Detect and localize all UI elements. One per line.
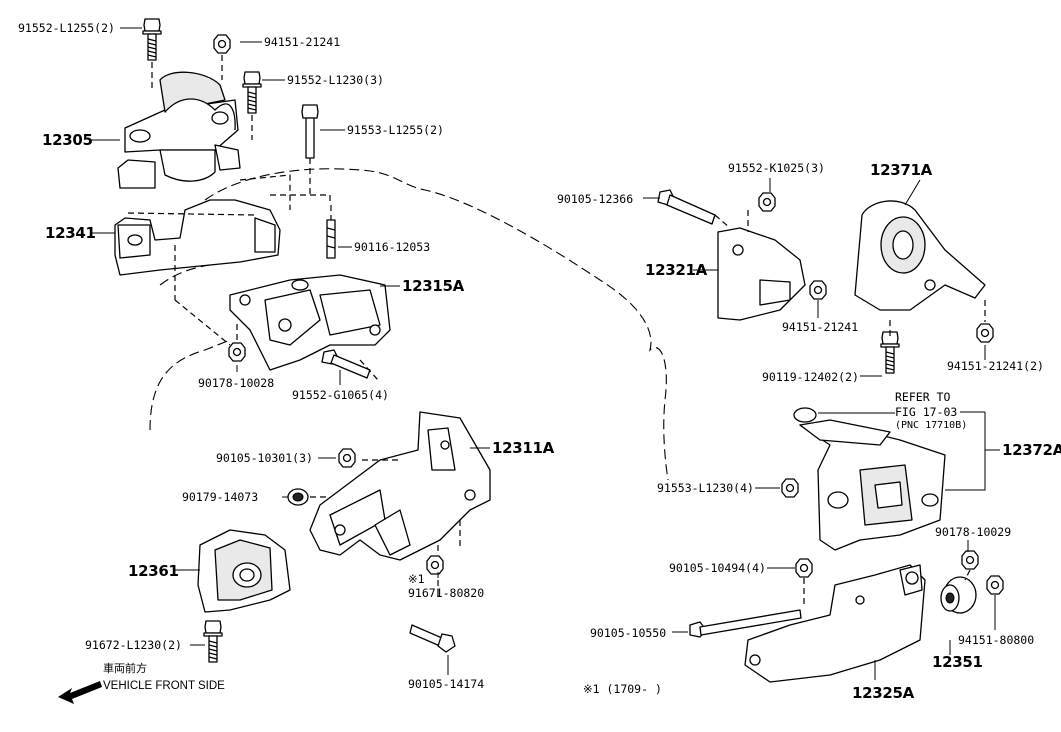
- body-outline: [149, 168, 669, 481]
- label-refer-line2: FIG 17-03: [895, 405, 957, 419]
- label-footnote: ※1 (1709- ): [583, 682, 662, 696]
- nut-94151-21241-2: [976, 323, 994, 343]
- damper-12361: [197, 529, 291, 613]
- bolt-91552-L1255: [142, 18, 162, 61]
- label-12372A: 12372A: [1002, 441, 1061, 459]
- nut-94151-21241-top: [213, 34, 231, 54]
- bolt-91671-80820: [426, 555, 444, 575]
- label-94151-21241-mid: 94151-21241: [782, 320, 858, 334]
- bolt-91552-K1025: [758, 192, 776, 212]
- label-90178-10029: 90178-10029: [935, 525, 1011, 539]
- label-91552-L1255: 91552-L1255(2): [18, 21, 115, 35]
- bushing-12351: [940, 576, 977, 614]
- nut-90178-10029: [961, 550, 979, 570]
- bolt-91552-G1065: [321, 349, 371, 379]
- label-91671-80820: 91671-80820: [408, 586, 484, 600]
- bolt-90105-10494: [795, 558, 813, 578]
- label-91672-L1230: 91672-L1230(2): [85, 638, 182, 652]
- label-refer-line1: REFER TO: [895, 390, 950, 404]
- bracket-12341: [114, 199, 281, 276]
- mount-12371A: [854, 200, 986, 311]
- label-91552-L1230: 91552-L1230(3): [287, 73, 384, 87]
- label-front-en: VEHICLE FRONT SIDE: [103, 680, 225, 692]
- label-90105-10550: 90105-10550: [590, 626, 666, 640]
- label-90105-14174: 90105-14174: [408, 677, 484, 691]
- label-12351: 12351: [932, 653, 983, 671]
- label-12311A: 12311A: [492, 439, 555, 457]
- arrow-left-icon: [58, 681, 102, 704]
- label-refer-line3: (PNC 17710B): [895, 420, 967, 431]
- label-note-mark: ※1: [408, 572, 425, 586]
- label-12325A: 12325A: [852, 684, 915, 702]
- nut-94151-21241-mid: [809, 280, 827, 300]
- label-12315A: 12315A: [402, 277, 465, 295]
- label-12361: 12361: [128, 562, 179, 580]
- label-91553-L1255: 91553-L1255(2): [347, 123, 444, 137]
- label-90105-10301: 90105-10301(3): [216, 451, 313, 465]
- mount-12372A: [799, 419, 946, 551]
- bolt-90119-12402: [880, 331, 900, 374]
- label-94151-21241-2: 94151-21241(2): [947, 359, 1044, 373]
- bolt-90105-12366: [657, 189, 716, 225]
- bracket-12315A: [229, 274, 391, 371]
- label-12321A: 12321A: [645, 261, 708, 279]
- bolt-91552-L1230: [242, 71, 262, 114]
- label-91552-G1065: 91552-G1065(4): [292, 388, 389, 402]
- bolt-91553-L1255: [301, 104, 319, 159]
- label-12341: 12341: [45, 224, 96, 242]
- label-94151-21241-top: 94151-21241: [264, 35, 340, 49]
- label-94151-80800: 94151-80800: [958, 633, 1034, 647]
- nut-90178-10028: [228, 342, 246, 362]
- cap-refer-17710B: [793, 407, 817, 423]
- bracket-12325A: [744, 564, 926, 683]
- label-90179-14073: 90179-14073: [182, 490, 258, 504]
- bolt-90105-14174: [409, 624, 456, 653]
- label-90119-12402: 90119-12402(2): [762, 370, 859, 384]
- bracket-12311A: [309, 411, 491, 561]
- engine-mount-12305: [117, 71, 241, 189]
- bracket-12321A: [717, 227, 806, 321]
- bolt-90105-10301: [338, 448, 356, 468]
- label-12305: 12305: [42, 131, 93, 149]
- label-90116-12053: 90116-12053: [354, 240, 430, 254]
- label-front-jp: 車両前方: [103, 661, 147, 675]
- label-91552-K1025: 91552-K1025(3): [728, 161, 825, 175]
- label-12371A: 12371A: [870, 161, 933, 179]
- label-90105-10494: 90105-10494(4): [669, 561, 766, 575]
- bolt-90105-10550: [689, 609, 802, 638]
- bolt-91553-L1230: [781, 478, 799, 498]
- label-91553-L1230: 91553-L1230(4): [657, 481, 754, 495]
- stud-90116-12053: [326, 219, 336, 259]
- label-90178-10028: 90178-10028: [198, 376, 274, 390]
- label-90105-12366: 90105-12366: [557, 192, 633, 206]
- bushing-90179-14073: [287, 488, 309, 506]
- bolt-91672-L1230: [203, 620, 223, 663]
- nut-94151-80800: [986, 575, 1004, 595]
